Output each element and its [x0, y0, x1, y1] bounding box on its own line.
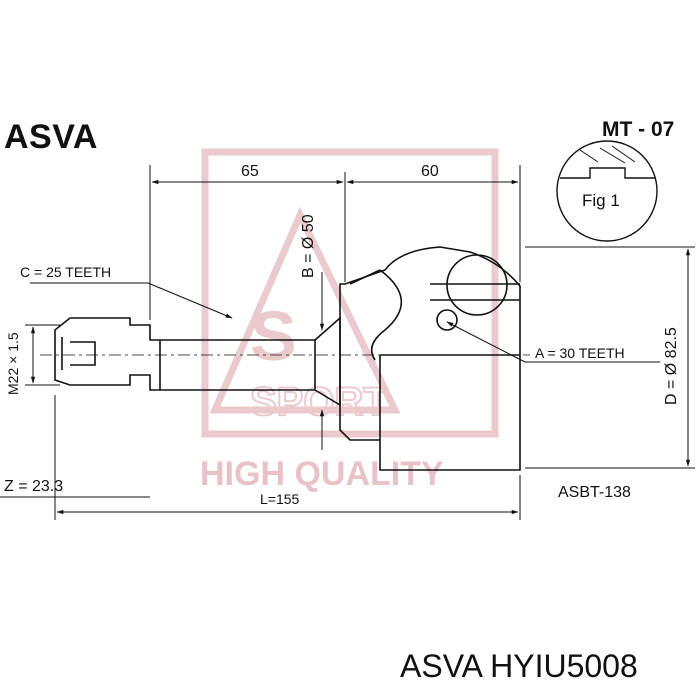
part-number: ASBT-138	[558, 484, 631, 501]
dim-top-lengths	[149, 165, 521, 320]
leader-a-teeth	[446, 321, 660, 363]
svg-text:SPORT: SPORT	[250, 380, 388, 424]
brand-title: ASVA	[4, 118, 98, 156]
leader-c-teeth	[30, 282, 233, 319]
dim-d-diameter	[525, 246, 695, 469]
c-teeth-label: C = 25 TEETH	[20, 264, 112, 280]
dim-label-65: 65	[241, 163, 259, 180]
model-code: MT - 07	[602, 118, 675, 141]
fig1-detail	[556, 140, 658, 242]
a-teeth-label: A = 30 TEETH	[535, 345, 625, 361]
watermark-logo: S SPORT	[201, 148, 499, 438]
footer-caption: ASVA HYIU5008	[400, 648, 638, 684]
dim-label-60: 60	[421, 163, 439, 180]
z-value-label: Z = 23.3	[4, 478, 64, 495]
total-length-label: L=155	[260, 491, 300, 507]
dim-thread	[25, 324, 60, 386]
dim-label-d-diameter: D = Ø 82.5	[663, 327, 680, 405]
dim-label-b-diameter: B = Ø 50	[300, 214, 317, 278]
dim-label-thread: M22 × 1.5	[5, 332, 21, 395]
watermark-text: HIGH QUALITY	[200, 455, 444, 493]
svg-text:S: S	[250, 297, 297, 375]
dim-total-length	[0, 395, 521, 520]
fig1-label: Fig 1	[582, 191, 620, 210]
